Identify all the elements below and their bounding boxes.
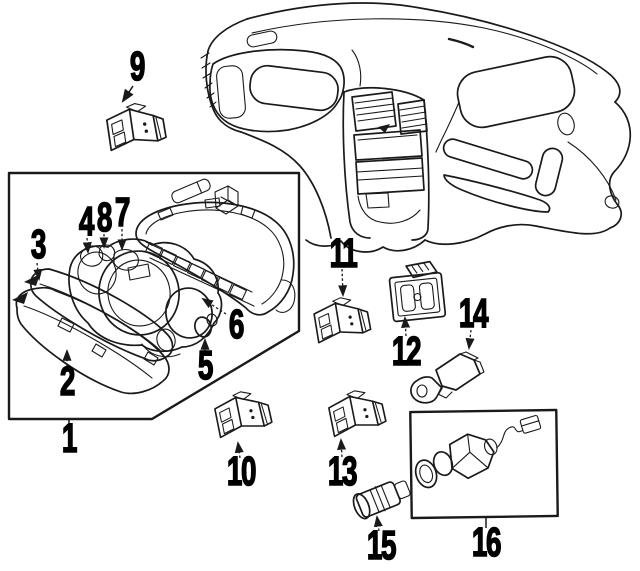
callout-label-3: 3 bbox=[30, 220, 47, 267]
switch-part-12 bbox=[388, 260, 447, 323]
callout-label-11: 11 bbox=[329, 229, 358, 276]
callout-label-14: 14 bbox=[458, 289, 489, 336]
callout-label-16: 16 bbox=[471, 518, 502, 565]
callout-label-6: 6 bbox=[228, 300, 245, 347]
lighter-plug-part-15 bbox=[352, 480, 411, 520]
callout-label-15: 15 bbox=[366, 521, 397, 568]
callout-label-9: 9 bbox=[129, 42, 146, 89]
callout-label-7: 7 bbox=[114, 188, 131, 235]
callout-label-5: 5 bbox=[197, 341, 214, 388]
switch-part-13 bbox=[328, 389, 387, 438]
callout-label-12: 12 bbox=[391, 327, 422, 374]
callout-label-1: 1 bbox=[61, 414, 78, 461]
callout-label-8: 8 bbox=[96, 193, 113, 240]
switch-part-9 bbox=[104, 101, 169, 155]
switch-part-10 bbox=[214, 390, 273, 439]
cluster-exploded-view bbox=[12, 178, 296, 395]
dashboard-illustration bbox=[200, 2, 632, 253]
callout-label-10: 10 bbox=[226, 447, 257, 494]
sensor-part-14 bbox=[410, 351, 485, 404]
callout-leader-lines bbox=[33, 85, 487, 532]
lighter-socket-kit-box bbox=[409, 408, 559, 520]
cluster-assembly-box bbox=[7, 171, 301, 421]
callout-label-2: 2 bbox=[59, 357, 76, 404]
callout-label-4: 4 bbox=[78, 197, 95, 244]
callout-label-13: 13 bbox=[327, 447, 358, 494]
switch-part-11 bbox=[312, 296, 373, 346]
